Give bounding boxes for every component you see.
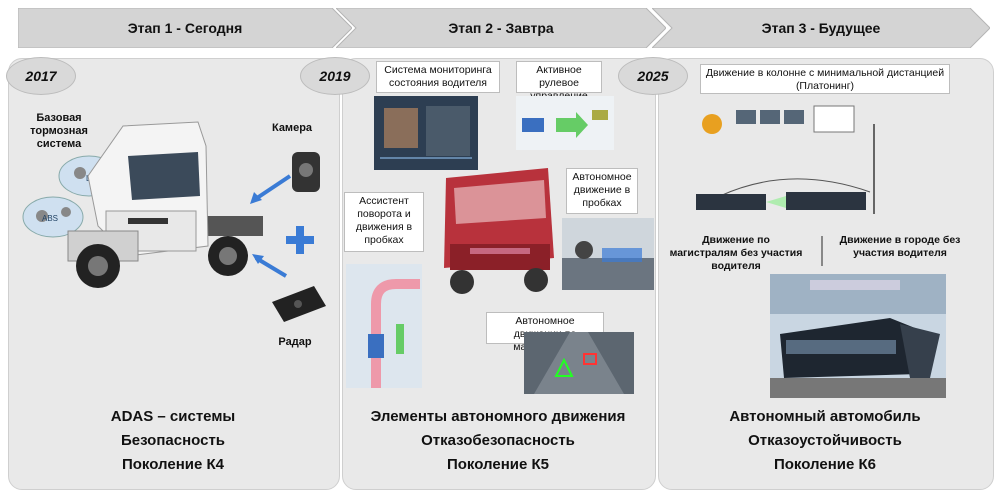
abs-component-image: ABS [22, 196, 84, 243]
brakes-callout: Базовая тормозная система [30, 112, 88, 150]
stage-3-summary-line-3: Поколение К6 [773, 456, 876, 473]
stage-2-summary-line-3: Поколение К5 [446, 456, 549, 473]
stage-3-arrow: Этап 3 - Будущее [652, 8, 990, 48]
stage-1-summary-line-1: ADAS – системы [110, 408, 236, 425]
stage-3-summary-line-1: Автономный автомобиль [729, 408, 921, 425]
divider-line [820, 236, 824, 271]
stage-1-arrow: Этап 1 - Сегодня [18, 8, 352, 48]
stage-3-label: Этап 3 - Будущее [761, 20, 881, 36]
stage-1-label: Этап 1 - Сегодня [127, 20, 243, 36]
steering-image [516, 96, 614, 155]
jam-autonomous-callout: Автономное движение в пробках [566, 168, 638, 214]
stage-2-label: Этап 2 - Завтра [448, 20, 554, 36]
stage-1-summary: ADAS – системы Безопасность Поколение К4 [8, 405, 338, 477]
white-truck-image [28, 116, 268, 301]
city-no-driver-callout: Движение в городе без участия водителя [839, 234, 961, 259]
stage-3-summary: Автономный автомобиль Отказоустойчивость… [658, 405, 992, 477]
highway-image [524, 332, 634, 399]
radar-icon [268, 282, 330, 331]
camera-callout: Камера [271, 122, 313, 134]
camera-icon [286, 148, 326, 201]
turn-assist-image [346, 264, 422, 393]
stage-3-summary-line-2: Отказоустойчивость [748, 432, 902, 449]
autonomous-vehicle-image [770, 274, 946, 403]
radar-pointer-arrow [250, 252, 290, 285]
driver-monitor-image [374, 96, 478, 175]
stage-2-arrow: Этап 2 - Завтра [336, 8, 666, 48]
stage-2-summary-line-1: Элементы автономного движения [370, 408, 626, 425]
year-2025-badge: 2025 [618, 57, 688, 95]
year-2017-badge: 2017 [6, 57, 76, 95]
highway-no-driver-callout: Движение по магистралям без участия води… [669, 234, 803, 272]
year-2019-badge: 2019 [300, 57, 370, 95]
camera-pointer-arrow [248, 172, 294, 211]
platooning-diagram [690, 104, 890, 229]
stage-2-summary-line-2: Отказобезопасность [421, 432, 575, 449]
abs-label: ABS [42, 214, 58, 223]
stage-1-summary-line-3: Поколение К4 [121, 456, 224, 473]
driver-monitor-callout: Система мониторинга состояния водителя [376, 61, 500, 93]
plus-icon [286, 226, 314, 259]
stage-2-summary: Элементы автономного движения Отказобезо… [342, 405, 654, 477]
truck-cabin-image [562, 218, 654, 295]
turn-assist-callout: Ассистент поворота и движения в пробках [344, 192, 424, 252]
steering-callout: Активное рулевое управление [516, 61, 602, 102]
radar-callout: Радар [278, 336, 312, 348]
red-truck-image [432, 158, 562, 303]
platooning-callout: Движение в колонне с минимальной дистанц… [700, 64, 950, 94]
stage-1-summary-line-2: Безопасность [120, 432, 226, 449]
